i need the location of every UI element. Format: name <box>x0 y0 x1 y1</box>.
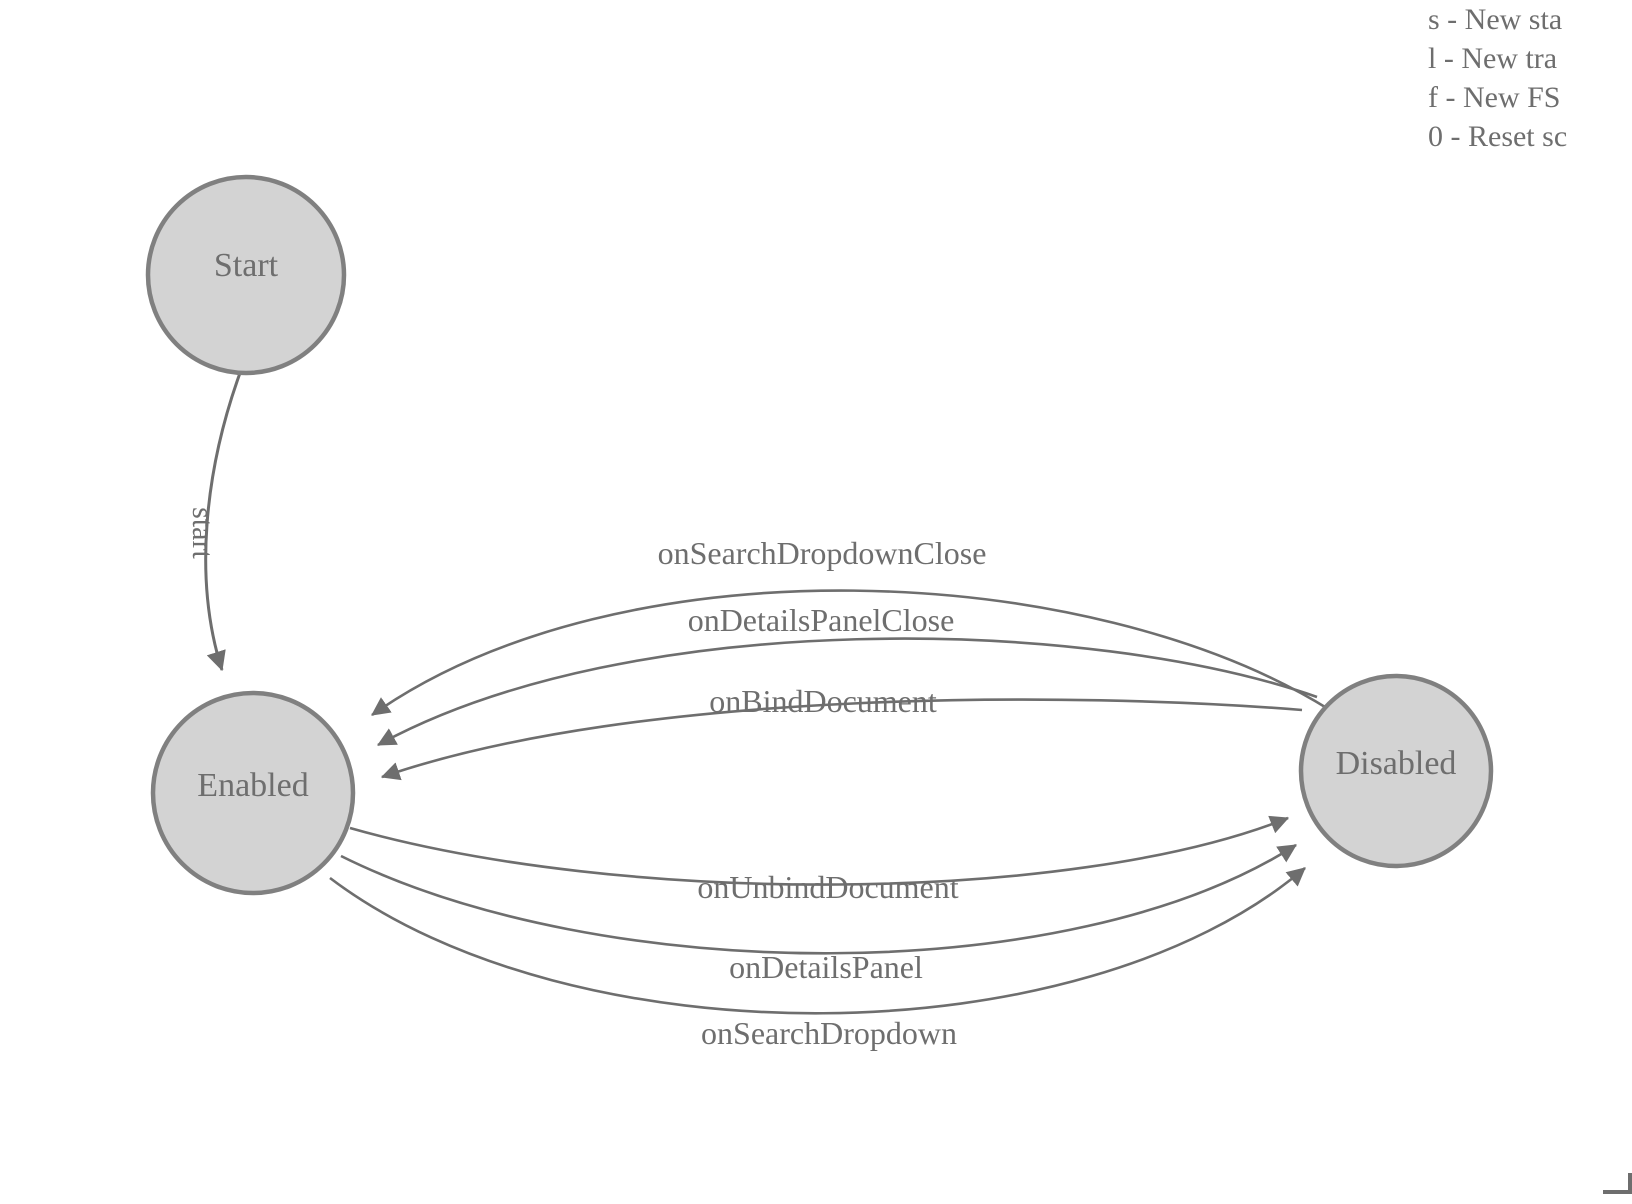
legend-line-new-transition: l - New tra <box>1428 42 1558 75</box>
transition-on-bind-document[interactable]: onBindDocument <box>380 683 1303 781</box>
resize-handle-icon[interactable] <box>1603 1173 1632 1194</box>
transition-on-details-panel-close-label: onDetailsPanelClose <box>688 602 955 638</box>
transition-on-search-dropdown-label: onSearchDropdown <box>701 1015 957 1051</box>
state-node-start[interactable]: Start <box>145 174 347 376</box>
state-node-enabled-label: Enabled <box>197 767 308 804</box>
transition-on-search-dropdown-path <box>329 867 1306 1015</box>
transition-start-path <box>204 372 242 672</box>
transition-on-details-panel-close[interactable]: onDetailsPanelClose <box>377 602 1318 747</box>
transition-start-label: start <box>186 507 219 559</box>
state-node-enabled[interactable]: Enabled <box>150 690 356 896</box>
transition-on-unbind-document[interactable]: onUnbindDocument <box>349 815 1290 905</box>
transition-on-details-panel[interactable]: onDetailsPanel <box>340 843 1297 985</box>
keyboard-shortcuts-legend: s - New sta l - New tra f - New FS 0 - R… <box>1428 0 1632 156</box>
transition-on-unbind-document-label: onUnbindDocument <box>697 869 958 905</box>
state-node-disabled-label: Disabled <box>1336 745 1457 782</box>
state-node-start-label: Start <box>214 247 279 284</box>
transition-on-details-panel-close-path <box>377 637 1318 747</box>
transition-on-details-panel-path <box>340 843 1297 955</box>
resize-handle-corner <box>1603 1173 1632 1194</box>
transition-on-bind-document-path <box>380 698 1303 781</box>
transition-on-search-dropdown[interactable]: onSearchDropdown <box>329 867 1306 1051</box>
legend-line-new-state: s - New sta <box>1428 3 1563 36</box>
state-node-start-circle <box>145 174 347 376</box>
state-node-enabled-circle <box>150 690 356 896</box>
transition-on-search-dropdown-close[interactable]: onSearchDropdownClose <box>371 535 1331 717</box>
legend-line-reset-scale: 0 - Reset sc <box>1428 120 1568 153</box>
state-node-disabled[interactable]: Disabled <box>1298 673 1494 869</box>
transition-on-search-dropdown-close-path <box>371 589 1331 717</box>
transition-on-unbind-document-path <box>349 815 1290 886</box>
legend-line-new-fsm: f - New FS <box>1428 81 1561 114</box>
transition-on-details-panel-label: onDetailsPanel <box>729 949 923 985</box>
transition-start[interactable]: start <box>186 372 242 672</box>
transition-on-bind-document-label: onBindDocument <box>709 683 937 719</box>
state-node-disabled-circle <box>1298 673 1494 869</box>
transition-on-search-dropdown-close-label: onSearchDropdownClose <box>658 535 987 571</box>
